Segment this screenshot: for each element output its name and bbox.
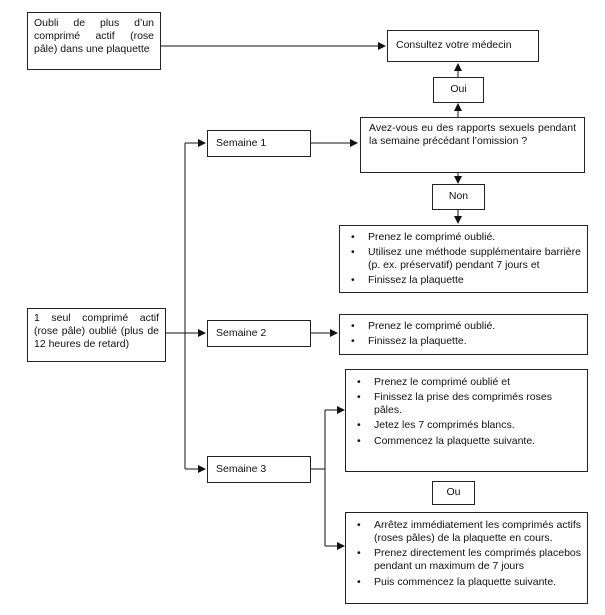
list-item: Jetez les 7 comprimés blancs. [352, 419, 581, 432]
list-item: Puis commencez la plaquette suivante. [352, 576, 581, 589]
week3-option2-box: Arrêtez immédiatement les comprimés acti… [345, 512, 588, 604]
week2-actions-list: Prenez le comprimé oublié. Finissez la p… [346, 320, 581, 348]
week1-actions-box: Prenez le comprimé oublié. Utilisez une … [339, 225, 588, 293]
multiple-missed-box: Oubli de plus d’un comprimé actif (rose … [27, 12, 161, 70]
consult-doctor-box: Consultez votre médecin [387, 30, 539, 62]
single-missed-box: 1 seul comprimé actif (rose pâle) oublié… [27, 308, 166, 362]
week2-label: Semaine 2 [216, 326, 267, 339]
list-item: Finissez la plaquette. [346, 335, 581, 348]
list-item: Arrêtez immédiatement les comprimés acti… [352, 519, 581, 545]
week1-label: Semaine 1 [216, 136, 267, 149]
week2-actions-box: Prenez le comprimé oublié. Finissez la p… [339, 314, 588, 355]
list-item: Commencez la plaquette suivante. [352, 435, 581, 448]
week1-actions-list: Prenez le comprimé oublié. Utilisez une … [346, 231, 581, 288]
ou-label: Ou [446, 486, 461, 499]
list-item: Prenez le comprimé oublié. [346, 320, 581, 333]
list-item: Utilisez une méthode supplémentaire barr… [346, 246, 581, 272]
week3-box: Semaine 3 [207, 456, 311, 483]
question-box: Avez-vous eu des rapports sexuels pendan… [360, 117, 585, 173]
non-box: Non [432, 184, 485, 210]
week2-box: Semaine 2 [207, 320, 311, 347]
consult-doctor-text: Consultez votre médecin [396, 39, 512, 52]
non-label: Non [448, 190, 469, 203]
week3-option1-list: Prenez le comprimé oublié et Finissez la… [352, 376, 581, 448]
week3-option2-list: Arrêtez immédiatement les comprimés acti… [352, 519, 581, 589]
oui-label: Oui [450, 83, 467, 96]
ou-box: Ou [432, 481, 475, 505]
list-item: Prenez directement les comprimés placebo… [352, 547, 581, 573]
single-missed-text: 1 seul comprimé actif (rose pâle) oublié… [34, 312, 159, 351]
list-item: Finissez la prise des comprimés roses pâ… [352, 391, 581, 417]
list-item: Finissez la plaquette [346, 274, 581, 287]
question-text: Avez-vous eu des rapports sexuels pendan… [369, 122, 576, 148]
oui-box: Oui [433, 77, 484, 103]
multiple-missed-text: Oubli de plus d’un comprimé actif (rose … [34, 17, 154, 56]
list-item: Prenez le comprimé oublié. [346, 231, 581, 244]
week3-option1-box: Prenez le comprimé oublié et Finissez la… [345, 369, 588, 472]
week3-label: Semaine 3 [216, 462, 267, 475]
list-item: Prenez le comprimé oublié et [352, 376, 581, 389]
week1-box: Semaine 1 [207, 130, 311, 157]
